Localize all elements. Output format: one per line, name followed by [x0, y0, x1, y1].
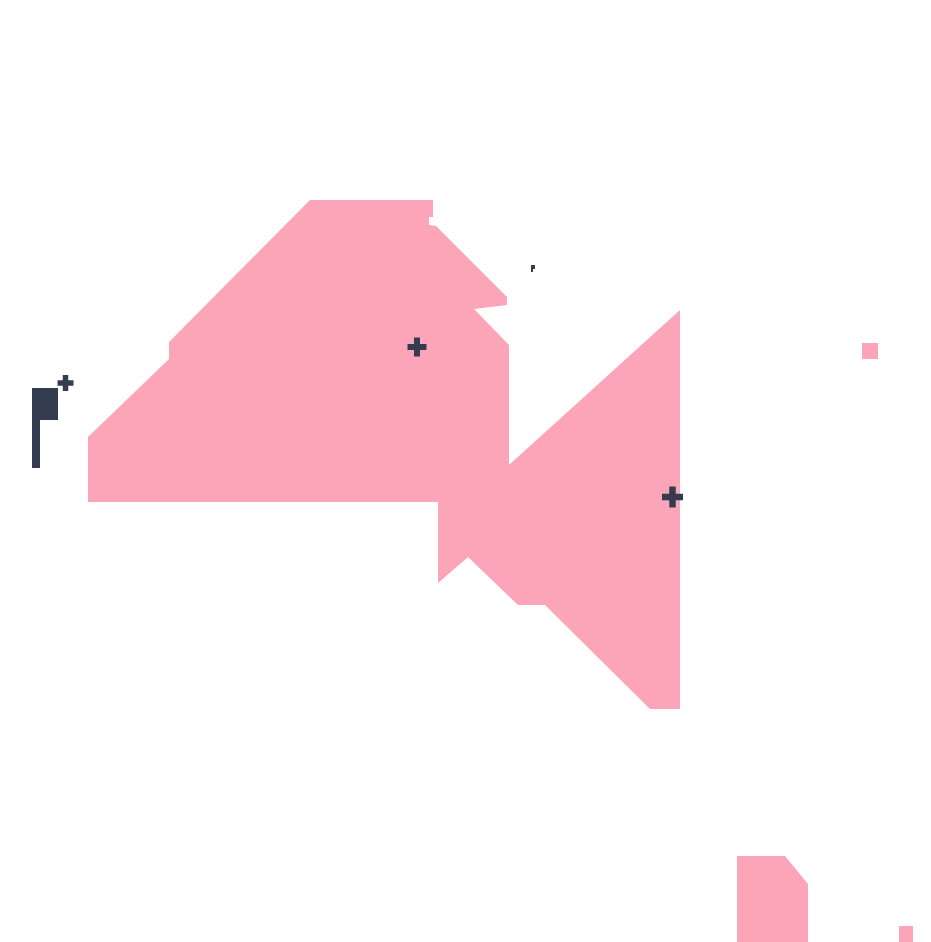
region-small-island-east[interactable] [862, 343, 878, 359]
mini-flag-marker-north-head-icon [531, 265, 535, 269]
cross-marker-northwest[interactable] [57, 375, 74, 391]
cross-marker-east[interactable] [662, 486, 683, 508]
flag-marker-west[interactable] [32, 388, 58, 468]
region-main-landmass[interactable] [88, 200, 680, 709]
cross-marker-central[interactable] [407, 337, 427, 357]
region-southeast-blob[interactable] [737, 856, 808, 942]
mini-flag-marker-north[interactable] [531, 265, 535, 272]
region-tiny-island-southeast[interactable] [899, 926, 913, 942]
cross-marker-central-horizontal-bar-icon [407, 344, 427, 350]
cross-marker-northwest-horizontal-bar-icon [57, 380, 74, 386]
cross-marker-east-horizontal-bar-icon [662, 493, 683, 501]
flag-marker-west-pole-icon [32, 388, 40, 468]
flag-marker-west-head-icon [32, 388, 58, 420]
